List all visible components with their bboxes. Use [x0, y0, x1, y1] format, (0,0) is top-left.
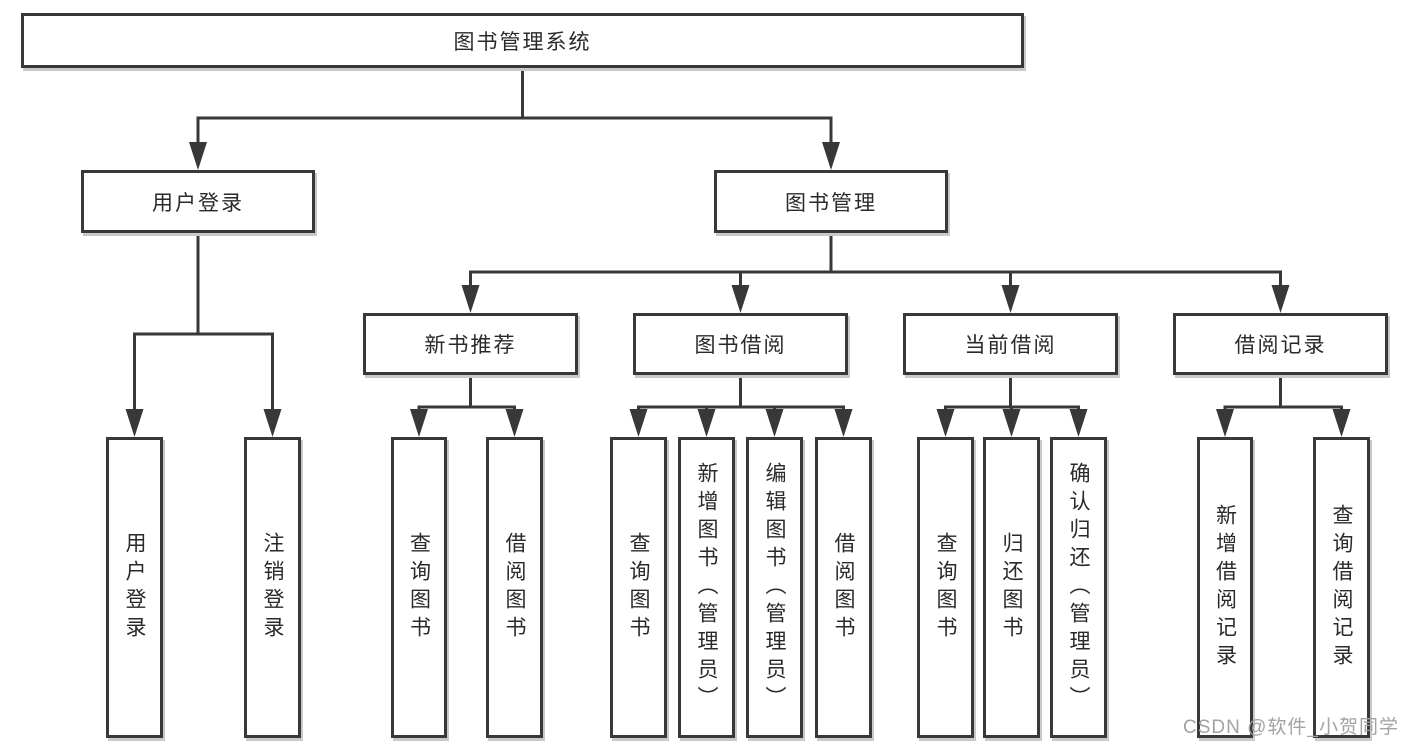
node-label: 图书借阅 — [694, 334, 787, 357]
connector-book-management-children — [461, 233, 1290, 313]
leaf-borrow-borrow-books: 借阅图书 — [815, 437, 872, 738]
arrowhead — [1001, 285, 1020, 313]
arrowhead — [461, 285, 480, 313]
node-label: 编辑图书（管理员） — [763, 461, 786, 714]
node-label: 图书管理系统 — [453, 30, 592, 54]
arrowhead — [1002, 409, 1021, 437]
arrowhead — [834, 409, 853, 437]
node-label: 查询借阅记录 — [1330, 503, 1353, 672]
connector-current-borrow-children — [936, 375, 1088, 437]
connector-root-to-level2 — [189, 68, 840, 170]
node-label: 用户登录 — [123, 531, 146, 644]
leaf-newbook-borrow-books: 借阅图书 — [486, 437, 543, 738]
leaf-user-login: 用户登录 — [106, 437, 163, 738]
leaf-borrow-add-books-admin: 新增图书（管理员） — [678, 437, 735, 738]
node-current-borrow: 当前借阅 — [903, 313, 1118, 375]
node-label: 注销登录 — [261, 531, 284, 644]
leaf-newbook-query-books: 查询图书 — [391, 437, 447, 738]
node-book-borrow: 图书借阅 — [633, 313, 848, 375]
node-label: 借阅图书 — [832, 531, 855, 644]
node-book-management: 图书管理 — [714, 170, 948, 233]
node-borrow-records: 借阅记录 — [1173, 313, 1388, 375]
node-label: 当前借阅 — [964, 334, 1057, 357]
arrowhead — [936, 409, 955, 437]
connector-new-book-children — [410, 375, 524, 437]
arrowhead — [410, 409, 428, 437]
connector-book-borrow-children — [629, 375, 853, 437]
arrowhead — [125, 409, 144, 437]
node-label: 用户登录 — [152, 191, 244, 215]
node-label: 新增图书（管理员） — [695, 461, 718, 714]
node-label: 确认归还（管理员） — [1067, 461, 1090, 714]
node-label: 查询图书 — [627, 531, 650, 644]
node-label: 归还图书 — [1000, 531, 1023, 644]
arrowhead — [629, 409, 648, 437]
arrowhead — [822, 142, 840, 170]
arrowhead — [765, 409, 784, 437]
leaf-current-return-books: 归还图书 — [983, 437, 1040, 738]
node-root-system: 图书管理系统 — [21, 13, 1024, 68]
leaf-current-query-books: 查询图书 — [917, 437, 974, 738]
arrowhead — [1271, 285, 1290, 313]
node-label: 借阅图书 — [503, 531, 526, 644]
arrowhead — [263, 409, 282, 437]
leaf-logout: 注销登录 — [244, 437, 301, 738]
leaf-current-confirm-return-admin: 确认归还（管理员） — [1050, 437, 1107, 738]
node-user-login: 用户登录 — [81, 170, 315, 233]
arrowhead — [731, 285, 750, 313]
leaf-records-add-record: 新增借阅记录 — [1197, 437, 1253, 738]
leaf-records-query-record: 查询借阅记录 — [1313, 437, 1370, 738]
node-label: 新增借阅记录 — [1213, 503, 1237, 672]
arrowhead — [697, 409, 716, 437]
leaf-borrow-edit-books-admin: 编辑图书（管理员） — [746, 437, 803, 738]
node-label: 新书推荐 — [424, 334, 517, 357]
leaf-borrow-query-books: 查询图书 — [610, 437, 667, 738]
connector-user-login-children — [125, 233, 282, 437]
connector-borrow-records-children — [1216, 375, 1351, 437]
csdn-watermark: CSDN @软件_小贺同学 — [1183, 717, 1399, 738]
node-label: 借阅记录 — [1234, 334, 1327, 357]
arrowhead — [1216, 409, 1234, 437]
node-label: 查询图书 — [934, 531, 957, 644]
arrowhead — [1069, 409, 1088, 437]
node-label: 查询图书 — [407, 531, 431, 644]
arrowhead — [505, 409, 524, 437]
arrowhead — [1332, 409, 1351, 437]
node-label: 图书管理 — [785, 191, 877, 215]
arrowhead — [189, 142, 207, 170]
node-new-book-recommend: 新书推荐 — [363, 313, 578, 375]
